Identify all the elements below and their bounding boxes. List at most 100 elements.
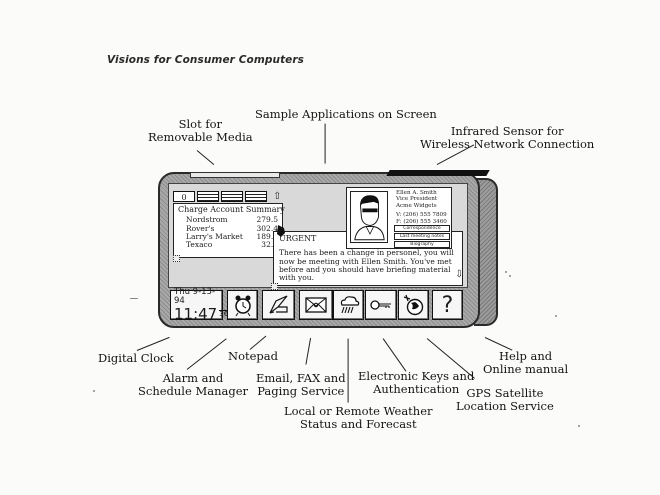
help-button[interactable]: ? (432, 290, 463, 320)
leader-line (136, 336, 170, 352)
gps-button[interactable] (398, 290, 429, 320)
alarm-clock-icon (234, 295, 251, 317)
callout-line: Alarm and (162, 371, 224, 385)
credit-card-tab[interactable] (221, 191, 243, 202)
callout-line: Slot for (178, 117, 223, 131)
callout-line: Email, FAX and (256, 371, 346, 385)
contact-title: Vice President (396, 196, 438, 203)
scan-artifact (93, 390, 95, 392)
leader-line (324, 123, 326, 164)
contact-name: Ellen A. Smith (396, 190, 437, 196)
callout-digital-clock: Digital Clock (98, 352, 174, 365)
resize-handle-icon[interactable] (271, 283, 278, 290)
help-question-icon: ? (441, 292, 454, 318)
urgent-title: URGENT (279, 234, 317, 243)
weather-button[interactable] (333, 290, 364, 320)
callout-notepad: Notepad (228, 350, 278, 363)
callout-alarm: Alarm and Schedule Manager (138, 372, 248, 398)
weather-cloud-icon (340, 296, 359, 314)
notepad-button[interactable] (262, 290, 295, 320)
callout-line: Schedule Manager (138, 384, 248, 398)
callout-sample-apps: Sample Applications on Screen (255, 108, 437, 121)
alarm-button[interactable] (227, 290, 258, 320)
biography-button[interactable]: Biography (394, 241, 450, 248)
amount: 302.4 (256, 223, 278, 233)
envelope-icon (305, 297, 327, 313)
merchant: Rover's (186, 223, 215, 233)
scan-artifact (130, 298, 138, 299)
leader-line (196, 150, 215, 166)
callout-line: Authentication (373, 382, 460, 396)
page-header-title: Visions for Consumer Computers (107, 54, 305, 66)
charge-row: Texaco 32.0 (178, 240, 278, 250)
merchant: Larry's Market (186, 231, 243, 241)
callout-removable-media: Slot for Removable Media (148, 118, 253, 144)
callout-line: Notepad (228, 349, 278, 363)
key-icon (370, 300, 391, 310)
callout-line: Wireless Network Connection (420, 137, 595, 151)
amount: 189.2 (256, 231, 278, 241)
clock-time: 11:47 (174, 305, 218, 323)
callout-help: Help and Online manual (483, 350, 568, 376)
callout-line: Digital Clock (98, 351, 174, 365)
leader-line (186, 338, 227, 371)
credit-card-tab[interactable] (197, 191, 219, 202)
callout-gps: GPS Satellite Location Service (456, 387, 554, 413)
callout-infrared: Infrared Sensor for Wireless Network Con… (420, 125, 594, 151)
resize-handle-icon[interactable] (173, 255, 180, 262)
clock-seconds: 36 (219, 310, 229, 318)
charge-title: Charge Account Summary (178, 205, 285, 214)
merchant: Texaco (186, 240, 213, 250)
infrared-sensor (386, 170, 490, 176)
person-portrait-icon (354, 195, 385, 241)
contact-phone: V: (206) 555 7809 (396, 212, 447, 219)
pointer-hand-icon (276, 222, 286, 237)
electronic-keys-button[interactable] (365, 290, 397, 320)
callout-line: Infrared Sensor for (450, 124, 564, 138)
clock-date: Thu 9-13-94 (174, 287, 216, 306)
leader-line (347, 338, 349, 403)
globe-satellite-icon (403, 294, 423, 316)
urgent-body: There has been a change in personel, you… (279, 248, 454, 283)
callout-line: Paging Service (257, 384, 345, 398)
contact-details: Ellen A. Smith Vice President Acme Widge… (396, 190, 447, 225)
callout-line: Sample Applications on Screen (255, 107, 437, 121)
contact-company: Acme Widgets (396, 202, 437, 209)
correspondence-button[interactable]: Correspondence (394, 225, 450, 232)
charge-row: Rover's 302.4 (178, 223, 278, 233)
clock-time-row: 11:47 36 (174, 305, 229, 323)
callout-weather: Local or Remote Weather Status and Forec… (284, 405, 433, 431)
notepad-pen-icon (268, 295, 288, 314)
last-meeting-notes-button[interactable]: Last meeting notes (394, 233, 450, 240)
amount: 32.0 (261, 240, 278, 250)
scan-artifact (509, 275, 511, 277)
leader-line (305, 337, 312, 365)
contact-portrait (350, 191, 388, 243)
callout-line: Local or Remote Weather (284, 404, 433, 418)
scroll-up-arrow-icon[interactable]: ⇧ (273, 191, 282, 202)
callout-keys: Electronic Keys and Authentication (358, 370, 474, 396)
removable-media-slot (190, 172, 280, 178)
callout-line: Location Service (456, 399, 554, 413)
callout-line: Online manual (483, 362, 569, 376)
charge-row: Larry's Market 189.2 (178, 231, 278, 241)
scan-artifact (505, 271, 507, 273)
merchant: Nordstrom (186, 215, 228, 225)
card-tabs: 0 (173, 191, 267, 202)
callout-line: Electronic Keys and (358, 369, 475, 383)
callout-line: Removable Media (148, 130, 253, 144)
callout-line: Help and (499, 349, 553, 363)
digital-clock[interactable]: Thu 9-13-94 11:47 36 (170, 287, 229, 322)
callout-email: Email, FAX and Paging Service (256, 372, 346, 398)
email-button[interactable] (299, 290, 333, 320)
amount: 279.5 (256, 215, 278, 225)
leader-line (249, 335, 267, 351)
scan-artifact (578, 425, 580, 427)
callout-line: Status and Forecast (299, 417, 417, 431)
credit-card-tab[interactable] (245, 191, 267, 202)
charge-row: Nordstrom 279.5 (178, 215, 278, 225)
card-tab[interactable]: 0 (173, 191, 195, 202)
scan-artifact (555, 315, 557, 317)
scroll-down-arrow-icon[interactable]: ⇩ (455, 269, 464, 280)
callout-line: GPS Satellite (466, 386, 544, 400)
